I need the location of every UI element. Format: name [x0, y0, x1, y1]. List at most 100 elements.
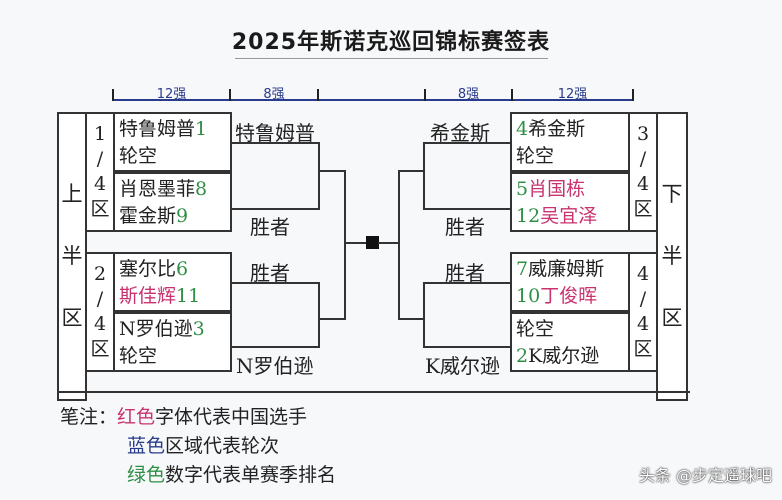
bracket-line: [398, 170, 400, 320]
player-name: 轮空: [119, 345, 158, 367]
player-name: 威廉姆斯: [528, 258, 605, 280]
player-name: 轮空: [516, 145, 555, 167]
player-name: 轮空: [516, 318, 555, 340]
region-char: /: [96, 148, 104, 170]
player-name-chinese: 吴宜泽: [540, 205, 598, 227]
bracket-line: [398, 318, 425, 320]
seed-number: 9: [176, 205, 189, 227]
match-q3b: 5肖国栋 12吴宜泽: [510, 172, 630, 232]
seed-number: 11: [176, 285, 201, 307]
region-q2: 2 / 4 区: [85, 252, 115, 372]
region-char: 4: [636, 173, 650, 195]
player-row: 10丁俊晖: [516, 283, 624, 310]
bracket-line: [423, 208, 512, 210]
player-row: 轮空: [119, 343, 226, 370]
seed-number: 8: [195, 178, 208, 200]
player-name: 霍金斯: [119, 205, 177, 227]
region-char: 1: [93, 123, 107, 145]
watermark: 头条 @步定遥球吧: [638, 466, 772, 485]
winner-q1a: 特鲁姆普: [235, 121, 315, 145]
player-row: 7威廉姆斯: [516, 256, 624, 283]
seed-number: 5: [516, 178, 529, 200]
page-title: 2025年斯诺克巡回锦标赛签表: [231, 30, 551, 55]
player-name: 肖恩墨菲: [119, 178, 196, 200]
note-row-red: 笔注：红色字体代表中国选手: [60, 403, 336, 432]
bracket-line: [231, 346, 320, 348]
match-q1b: 肖恩墨菲8 霍金斯9: [113, 172, 232, 232]
note-row-blue: 蓝色区域代表轮次: [60, 432, 336, 461]
seed-number: 12: [516, 205, 541, 227]
player-row: 斯佳辉11: [119, 283, 226, 310]
player-name: N罗伯逊: [119, 318, 193, 340]
half-char: 上: [61, 182, 83, 207]
region-char: /: [639, 288, 647, 310]
player-row: 肖恩墨菲8: [119, 176, 226, 203]
match-q3a: 4希金斯 轮空: [510, 112, 630, 172]
winner-q3a: 希金斯: [430, 121, 490, 145]
bracket-line: [344, 242, 368, 244]
note-green-word: 绿色: [127, 464, 166, 486]
note-green-text: 数字代表单赛季排名: [165, 464, 337, 486]
bracket-line: [423, 142, 512, 144]
player-name: 塞尔比: [119, 258, 177, 280]
title-underline: [235, 58, 548, 59]
player-row: 轮空: [119, 143, 226, 170]
winner-q2a: 胜者: [250, 261, 290, 285]
region-char: /: [96, 288, 104, 310]
bracket-line: [398, 170, 425, 172]
match-q4b: 轮空 2K威尔逊: [510, 312, 630, 372]
bracket-line: [344, 170, 346, 320]
final-node: [366, 236, 379, 249]
player-row: 轮空: [516, 316, 624, 343]
top-half-label: 上 半 区: [57, 112, 87, 401]
region-char: 区: [90, 338, 110, 360]
round-label-left-8: 8强: [263, 87, 285, 102]
seed-number: 6: [176, 258, 189, 280]
seed-number: 2: [516, 345, 529, 367]
half-char: 区: [661, 305, 683, 330]
player-row: 特鲁姆普1: [119, 116, 226, 143]
player-row: 12吴宜泽: [516, 203, 624, 230]
player-row: 霍金斯9: [119, 203, 226, 230]
region-char: 3: [636, 123, 650, 145]
seed-number: 4: [516, 118, 529, 140]
winner-q3b: 胜者: [445, 215, 485, 239]
round-tick: [632, 89, 634, 101]
region-q4: 4 / 4 区: [628, 252, 658, 372]
region-q3: 3 / 4 区: [628, 112, 658, 232]
round-label-left-12: 12强: [156, 87, 187, 102]
round-tick: [511, 89, 513, 101]
round-tick: [424, 89, 426, 101]
region-char: /: [639, 148, 647, 170]
bracket-line: [318, 318, 345, 320]
player-row: 2K威尔逊: [516, 343, 624, 370]
round-label-right-8: 8强: [457, 87, 480, 102]
half-char: 半: [61, 243, 83, 268]
note-blue-text: 区域代表轮次: [165, 435, 280, 457]
player-name-chinese: 肖国栋: [528, 178, 586, 200]
seed-number: 10: [516, 285, 541, 307]
player-name-chinese: 斯佳辉: [119, 285, 177, 307]
half-char: 半: [661, 243, 683, 268]
region-char: 区: [90, 198, 110, 220]
notes-label: 笔注：: [60, 406, 118, 428]
match-q4a: 7威廉姆斯 10丁俊晖: [510, 252, 630, 312]
note-blue-word: 蓝色: [127, 435, 166, 457]
region-q1: 1 / 4 区: [85, 112, 115, 232]
seed-number: 7: [516, 258, 529, 280]
bottom-half-label: 下 半 区: [656, 112, 688, 401]
player-name: 特鲁姆普: [119, 118, 196, 140]
bracket-line: [318, 170, 345, 172]
match-q2a: 塞尔比6 斯佳辉11: [113, 252, 232, 312]
match-q1a: 特鲁姆普1 轮空: [113, 112, 232, 172]
round-label-right-12: 12强: [557, 87, 588, 102]
bottom-separator: [58, 391, 690, 393]
round-header-line: [113, 99, 633, 101]
bracket-line: [423, 142, 425, 210]
note-red-text: 字体代表中国选手: [155, 406, 308, 428]
winner-q1b: 胜者: [250, 215, 290, 239]
region-char: 4: [636, 263, 650, 285]
round-tick: [317, 89, 319, 101]
bracket-line: [423, 282, 425, 348]
player-name: 希金斯: [528, 118, 586, 140]
